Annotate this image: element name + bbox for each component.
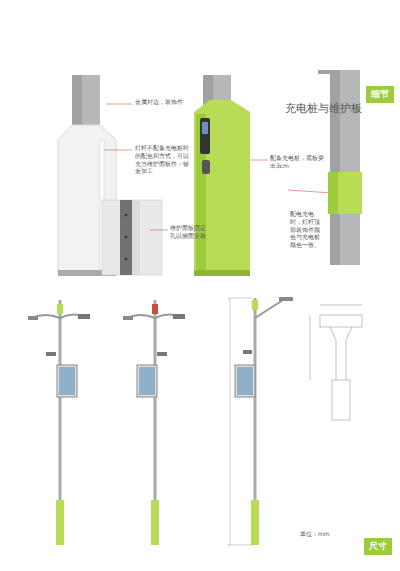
callout-note: 维护面板固定孔以侧面安装 <box>170 224 210 240</box>
section-tab: 尺寸 <box>364 538 392 555</box>
tab-text: 尺寸 <box>369 541 387 551</box>
callout-note: 充电桩与维护板 <box>285 102 397 116</box>
callout-note: 灯杆不配备充电桩时的配色和方式，可以充当维护面板件：钣金加工 <box>135 144 190 175</box>
callout-note: 配电充电时，灯杆顶部装饰件颜色与充电桩颜色一致。 <box>290 210 324 249</box>
section-tab: 细节 <box>366 86 394 103</box>
callout-note: 金属封边，装饰件 <box>135 98 190 106</box>
tab-text: 细节 <box>371 89 389 99</box>
callout-note: 配备充电桩，底板突出3cm <box>270 154 325 170</box>
callout-note: 单位：mm <box>300 530 350 538</box>
